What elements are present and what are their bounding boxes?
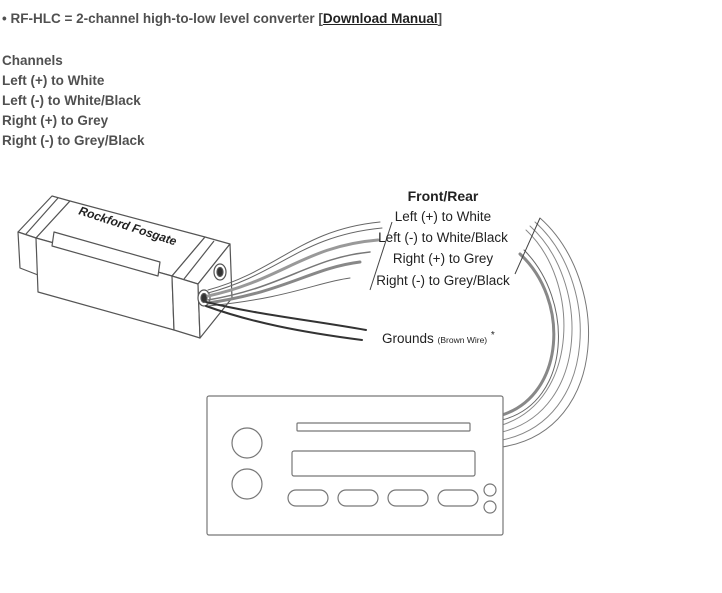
head-unit (206, 395, 504, 536)
channel-item: Left (-) to White/Black (2, 93, 141, 108)
product-text: RF-HLC = 2-channel high-to-low level con… (10, 11, 323, 26)
arc-wires (500, 217, 589, 448)
bullet: • (2, 11, 7, 26)
wire-label: Left (-) to White/Black (378, 230, 508, 245)
closing-bracket: ] (437, 11, 443, 26)
grounds-note: (Brown Wire) (438, 335, 488, 345)
channel-item: Right (-) to Grey/Black (2, 133, 145, 148)
wire-label: Right (+) to Grey (393, 251, 493, 266)
grounds-asterisk: * (491, 330, 495, 341)
channel-item: Left (+) to White (2, 73, 105, 88)
channels-title: Channels (2, 53, 63, 68)
wire-cut-line (514, 217, 541, 275)
grounds-label: Grounds (Brown Wire) * (382, 330, 495, 346)
ground-wires (205, 301, 367, 341)
wire-cut-line (369, 221, 393, 291)
signal-wires (206, 221, 383, 307)
channel-item: Right (+) to Grey (2, 113, 109, 128)
wire-title: Front/Rear (408, 188, 479, 204)
download-manual-link[interactable]: Download Manual (322, 11, 438, 26)
product-description: • RF-HLC = 2-channel high-to-low level c… (2, 11, 442, 26)
converter-box (17, 195, 233, 339)
wire-label: Right (-) to Grey/Black (376, 273, 510, 288)
wire-label: Left (+) to White (395, 209, 491, 224)
grounds-text: Grounds (382, 331, 434, 346)
